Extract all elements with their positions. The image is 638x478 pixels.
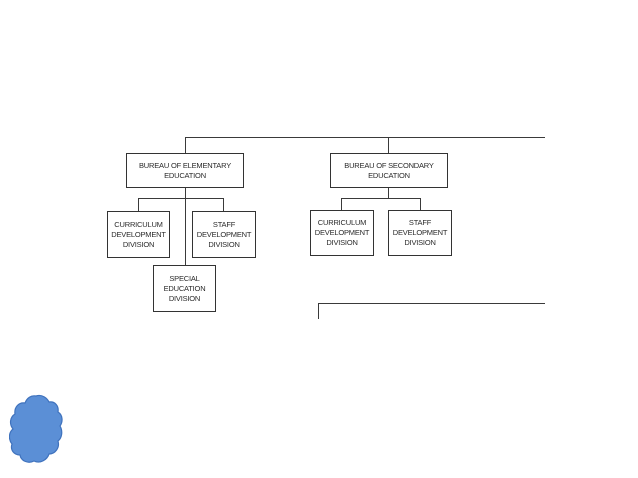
bottom-left-tick — [318, 303, 319, 319]
secondary-curriculum-drop — [341, 198, 342, 210]
bottom-horizontal-line — [318, 303, 545, 304]
top-horizontal-line — [185, 137, 545, 138]
elementary-curriculum-drop — [138, 198, 139, 211]
elementary-drop-line — [185, 137, 186, 153]
elementary-curriculum-box: CURRICULUM DEVELOPMENT DIVISION — [107, 211, 170, 258]
elementary-staff-drop — [223, 198, 224, 211]
secondary-drop-line — [388, 137, 389, 153]
secondary-staff-drop — [420, 198, 421, 210]
cloud-shape-icon — [9, 394, 63, 463]
bureau-secondary-box: BUREAU OF SECONDARY EDUCATION — [330, 153, 448, 188]
elementary-spine-line — [185, 188, 186, 266]
secondary-spine-line — [388, 188, 389, 198]
secondary-curriculum-box: CURRICULUM DEVELOPMENT DIVISION — [310, 210, 374, 256]
elementary-staff-box: STAFF DEVELOPMENT DIVISION — [192, 211, 256, 258]
elementary-special-box: SPECIAL EDUCATION DIVISION — [153, 265, 216, 312]
elementary-branch-line — [138, 198, 224, 199]
secondary-branch-line — [341, 198, 421, 199]
secondary-staff-box: STAFF DEVELOPMENT DIVISION — [388, 210, 452, 256]
bureau-elementary-box: BUREAU OF ELEMENTARY EDUCATION — [126, 153, 244, 188]
